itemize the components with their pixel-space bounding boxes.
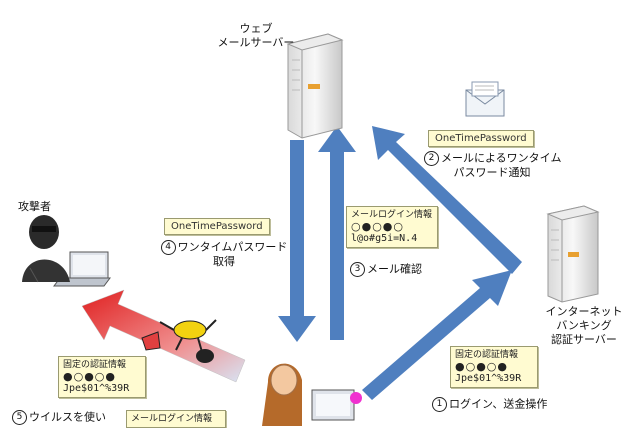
web-mail-server-label: ウェブ メールサーバー: [206, 22, 306, 50]
fixed-auth-note-right-title: 固定の認証情報: [455, 350, 519, 360]
mail-login-note: メールログイン情報 ○●○●○ l@o#g5i=N.4: [346, 206, 438, 248]
step5-number: 5: [12, 410, 27, 425]
step2-line1: メールによるワンタイム: [441, 151, 562, 165]
step4-line1: ワンタイムパスワード: [177, 240, 288, 254]
mail-login-note-title: メールログイン情報: [351, 210, 433, 220]
otp-tag-top: OneTimePassword: [428, 130, 534, 147]
fixed-auth-note-right-code: Jpe$01^%39R: [455, 373, 522, 384]
mail-login-note-code: l@o#g5i=N.4: [351, 233, 418, 244]
auth-server-line1: インターネット: [545, 305, 623, 318]
mail-login-note-bottom: メールログイン情報: [126, 410, 226, 428]
fixed-auth-note-right: 固定の認証情報 ●○●○● Jpe$01^%39R: [450, 346, 538, 388]
auth-server-label: インターネット バンキング 認証サーバー: [536, 305, 632, 347]
attacker-icon: [22, 215, 111, 287]
attacker-label: 攻撃者: [18, 200, 51, 213]
otp-tag-left: OneTimePassword: [164, 218, 270, 235]
step4-number: 4: [160, 240, 176, 255]
user-icon: [262, 363, 362, 426]
fixed-auth-note-left: 固定の認証情報 ●○●○● Jpe$01^%39R: [58, 356, 146, 398]
fixed-auth-note-left-dots: ●○●○●: [63, 370, 116, 383]
auth-server-line3: 認証サーバー: [551, 333, 617, 346]
step1-text: ログイン、送金操作: [449, 397, 548, 411]
arrow-server-to-user: [278, 140, 316, 342]
auth-server-icon: [546, 205, 600, 303]
fixed-auth-note-left-code: Jpe$01^%39R: [63, 383, 130, 394]
step5-text: ウイルスを使い: [29, 410, 106, 424]
mail-envelope-icon: [465, 81, 505, 117]
arrow-auth-to-mail: [372, 126, 522, 274]
step2-number: 2: [424, 151, 439, 166]
step2-line2: パスワード通知: [453, 166, 531, 179]
step4-line2: 取得: [213, 255, 235, 268]
mail-login-note-bottom-title: メールログイン情報: [131, 414, 213, 424]
web-mail-server-line1: ウェブ: [239, 22, 273, 35]
fixed-auth-note-left-title: 固定の認証情報: [63, 360, 127, 370]
step3-text: メール確認: [367, 262, 422, 276]
virus-icon: [141, 319, 217, 363]
arrow-user-to-auth: [362, 270, 512, 400]
web-mail-server-line2: メールサーバー: [217, 36, 295, 49]
mail-login-note-dots: ○●○●○: [351, 220, 404, 233]
server-icon: [286, 33, 344, 139]
step1-number: 1: [432, 397, 447, 412]
arrow-user-to-server: [318, 126, 356, 340]
auth-server-line2: バンキング: [556, 319, 612, 332]
step3-number: 3: [350, 262, 365, 277]
fixed-auth-note-right-dots: ●○●○●: [455, 360, 508, 373]
